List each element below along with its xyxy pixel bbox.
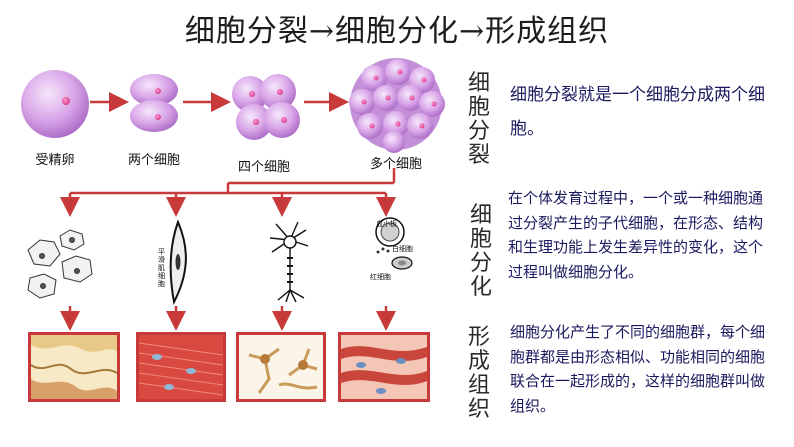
muscle-tissue-image <box>136 332 226 402</box>
section-heading-tissue: 形成组织 <box>467 325 490 422</box>
stage-label-four-cells: 四个细胞 <box>237 160 290 175</box>
blood-tissue-image <box>338 332 430 402</box>
nerve-tissue-image <box>236 332 326 402</box>
section-heading-differentiation: 细胞分化 <box>469 203 492 300</box>
epithelial-tissue-image <box>28 332 120 402</box>
section-text-differentiation: 在个体发育过程中，一个或一种细胞通过分裂产生的子代细胞，在形态、结构和生理功能上… <box>508 189 764 281</box>
stage-label-zygote: 受精卵 <box>35 153 75 168</box>
epithelial-cells <box>27 229 93 299</box>
stage-label-two-cells: 两个细胞 <box>127 153 180 168</box>
section-text-tissue: 细胞分化产生了不同的细胞群，每个细胞群都是由形态相似、功能相同的细胞联合在一起形… <box>510 323 766 415</box>
blood-cells <box>375 217 413 270</box>
label-white-cell: 白细胞 <box>392 245 413 253</box>
neuron-cell <box>269 221 309 303</box>
label-platelet: 血小板 <box>376 220 397 228</box>
four-cell-stage <box>232 74 300 140</box>
page-title: 细胞分裂→细胞分化→形成组织 <box>184 14 610 49</box>
many-cell-stage <box>349 58 445 153</box>
section-text-division: 细胞分裂就是一个细胞分成两个细胞。 <box>510 85 765 139</box>
smooth-muscle-cell <box>169 219 187 306</box>
label-red-cell: 红细胞 <box>370 273 391 281</box>
differentiation-bracket <box>70 168 396 195</box>
zygote-cell <box>21 70 89 138</box>
two-cell-stage <box>130 74 178 132</box>
section-heading-division: 细胞分裂 <box>467 71 490 168</box>
label-smooth-muscle: 平滑肌细胞 <box>158 248 165 288</box>
stage-label-many-cells: 多个细胞 <box>369 157 422 172</box>
